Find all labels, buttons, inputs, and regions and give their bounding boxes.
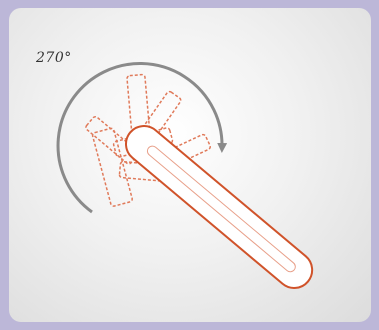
- handle: [119, 119, 320, 296]
